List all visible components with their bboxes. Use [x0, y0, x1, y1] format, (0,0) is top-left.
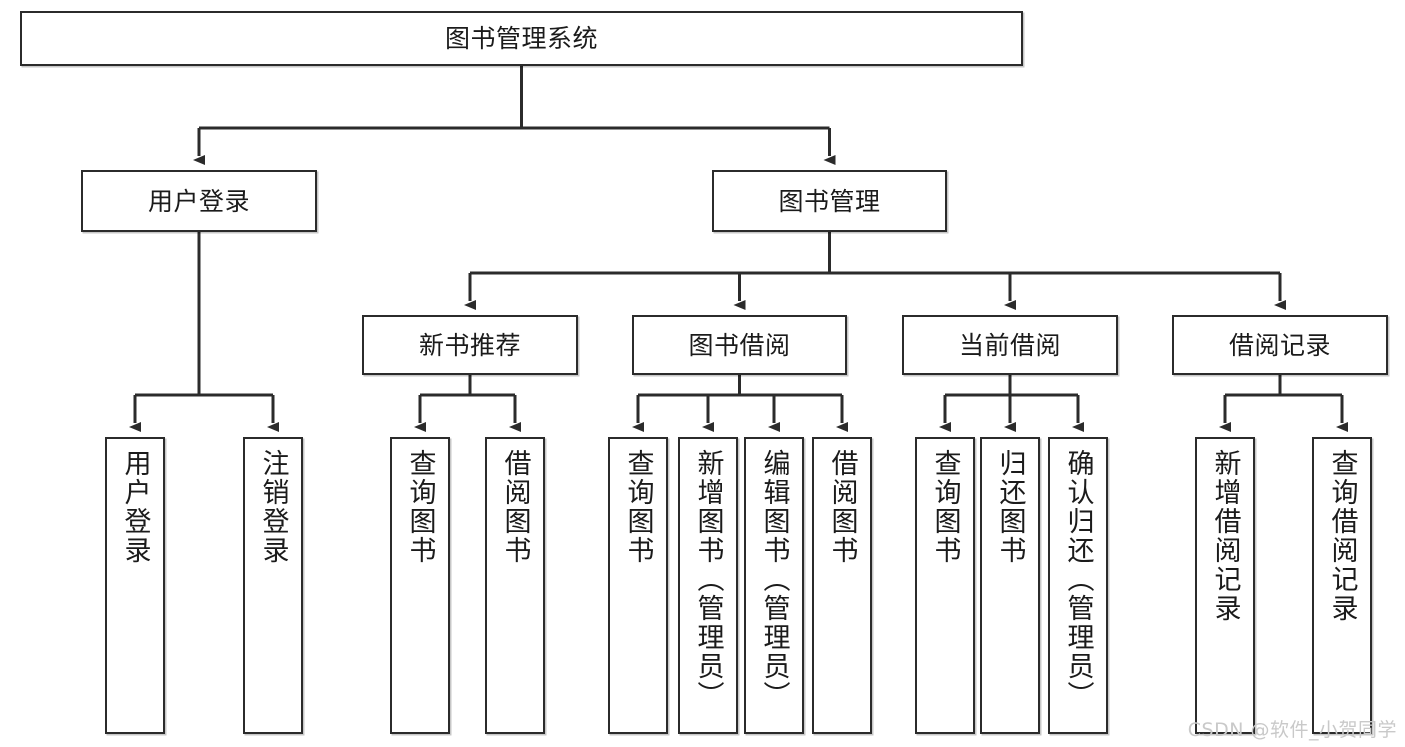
node-label: 归还图书	[994, 449, 1026, 565]
node-label: 编辑图书（管理员）	[758, 449, 790, 710]
node-label: 查询图书	[622, 449, 654, 565]
node-label: 借阅图书	[826, 449, 858, 565]
node-leaf-borrow-do[interactable]: 借阅图书	[812, 437, 872, 734]
node-leaf-cur-confirm[interactable]: 确认归还（管理员）	[1048, 437, 1108, 734]
node-label: 新书推荐	[418, 330, 521, 360]
node-leaf-user-logout[interactable]: 注销登录	[243, 437, 303, 734]
node-user-login[interactable]: 用户登录	[81, 170, 317, 232]
node-new-book-rec[interactable]: 新书推荐	[362, 315, 578, 375]
node-leaf-borrow-add[interactable]: 新增图书（管理员）	[678, 437, 738, 734]
node-label: 注销登录	[257, 449, 289, 565]
node-label: 用户登录	[147, 186, 250, 216]
node-leaf-rec-query[interactable]: 查询图书	[390, 437, 450, 734]
node-borrow-record[interactable]: 借阅记录	[1172, 315, 1388, 375]
node-label: 查询图书	[404, 449, 436, 565]
node-leaf-borrow-query[interactable]: 查询图书	[608, 437, 668, 734]
node-label: 查询借阅记录	[1326, 449, 1358, 623]
node-label: 用户登录	[119, 449, 151, 565]
node-leaf-user-login[interactable]: 用户登录	[105, 437, 165, 734]
node-leaf-rec-borrow[interactable]: 借阅图书	[485, 437, 545, 734]
node-root[interactable]: 图书管理系统	[20, 11, 1023, 66]
node-label: 查询图书	[929, 449, 961, 565]
node-current-borrow[interactable]: 当前借阅	[902, 315, 1118, 375]
node-book-manage[interactable]: 图书管理	[712, 170, 947, 232]
node-leaf-rec-add[interactable]: 新增借阅记录	[1195, 437, 1255, 734]
node-label: 新增图书（管理员）	[692, 449, 724, 710]
watermark-text: CSDN @软件_小贺同学	[1187, 719, 1397, 741]
node-label: 图书借阅	[688, 330, 791, 360]
node-label: 借阅图书	[499, 449, 531, 565]
node-leaf-cur-return[interactable]: 归还图书	[980, 437, 1040, 734]
node-label: 图书管理系统	[444, 24, 598, 53]
node-label: 确认归还（管理员）	[1062, 449, 1094, 710]
node-label: 新增借阅记录	[1209, 449, 1241, 623]
node-label: 借阅记录	[1228, 330, 1331, 360]
node-label: 当前借阅	[958, 330, 1061, 360]
node-leaf-cur-query[interactable]: 查询图书	[915, 437, 975, 734]
node-book-borrow[interactable]: 图书借阅	[632, 315, 847, 375]
node-label: 图书管理	[778, 186, 881, 216]
node-leaf-rec-search[interactable]: 查询借阅记录	[1312, 437, 1372, 734]
node-leaf-borrow-edit[interactable]: 编辑图书（管理员）	[744, 437, 804, 734]
